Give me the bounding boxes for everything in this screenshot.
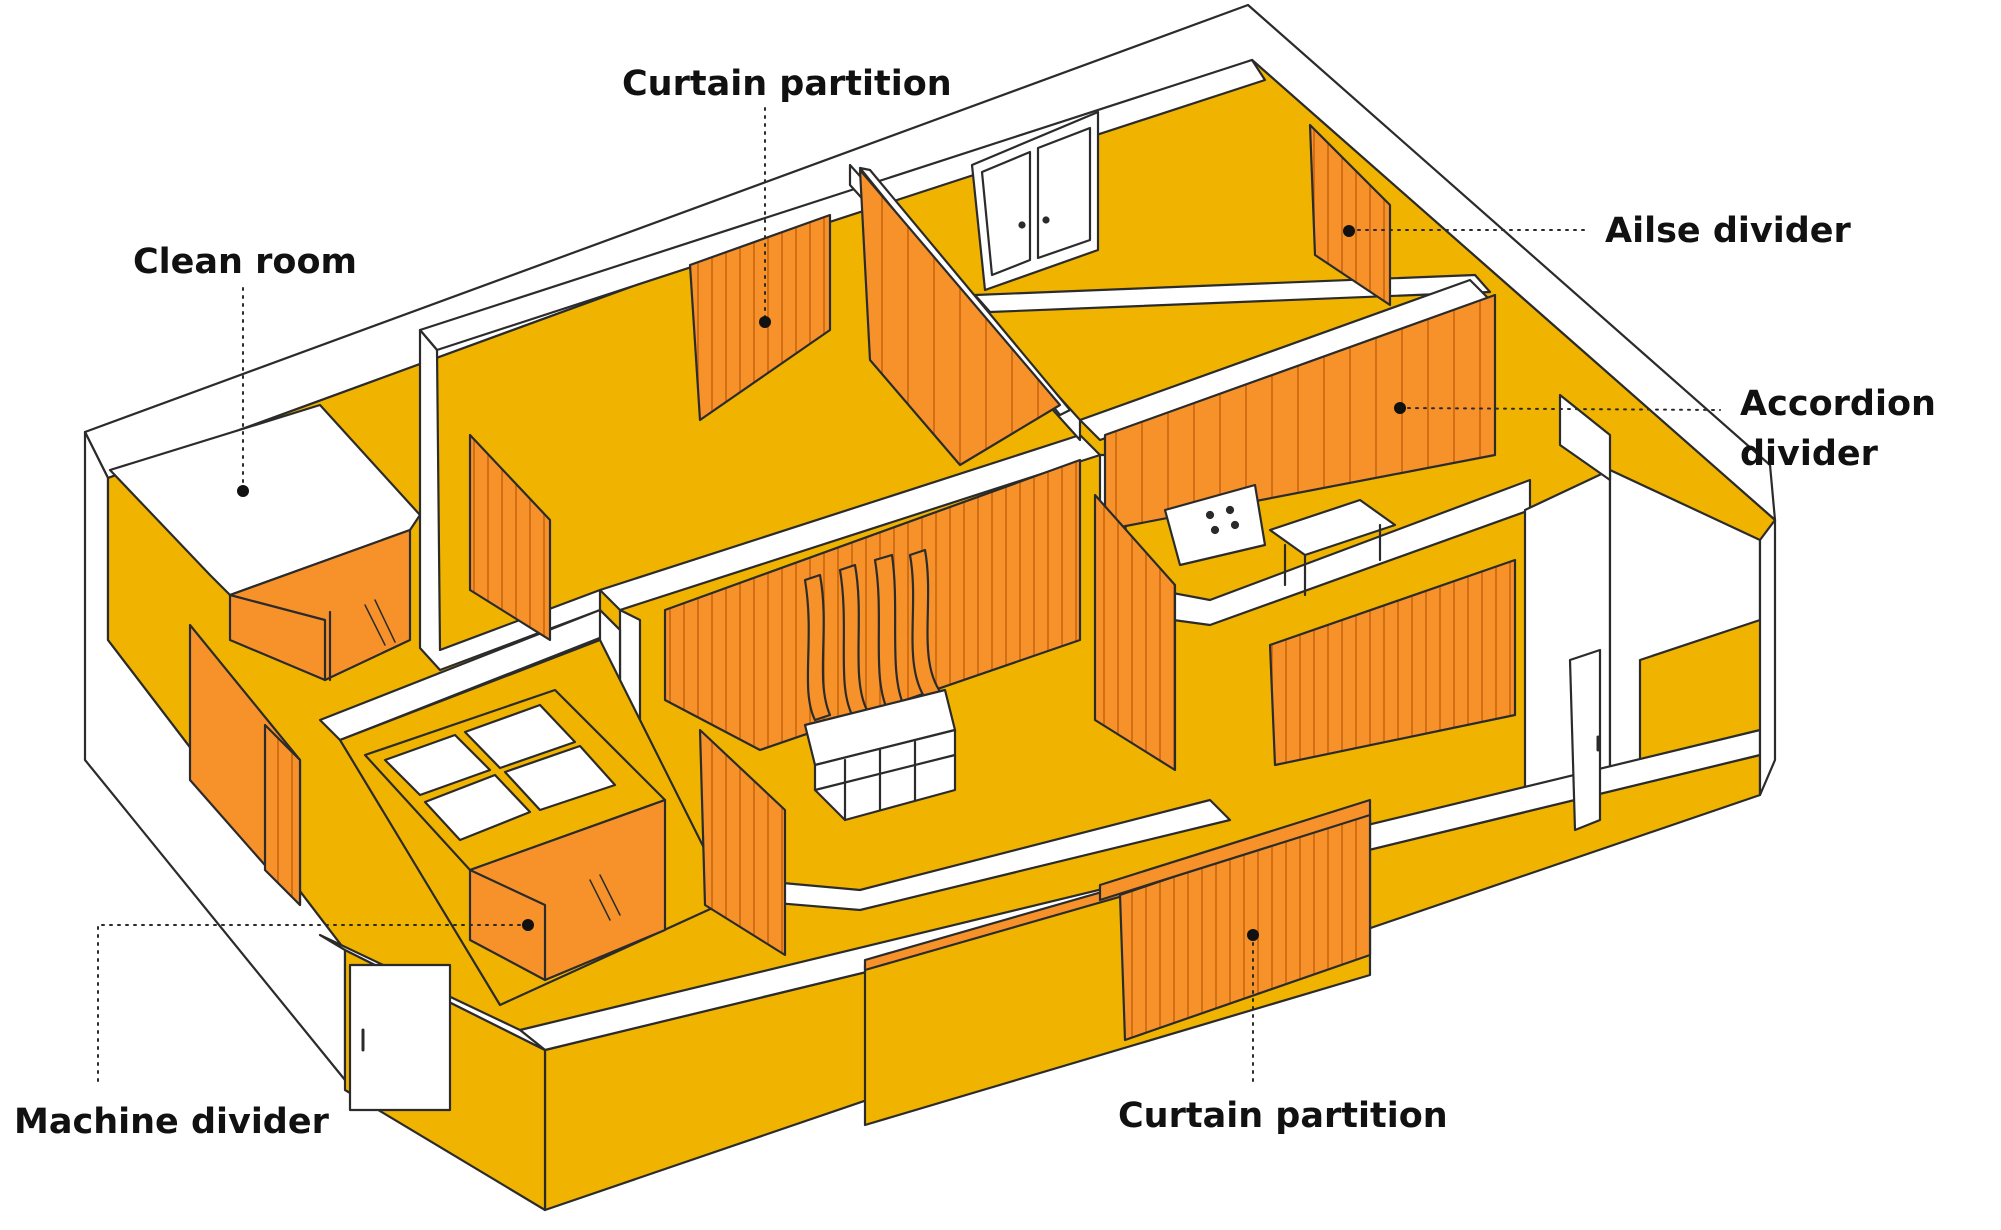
door-handle-right — [1042, 216, 1050, 224]
dot-aisle-divider — [1343, 225, 1355, 237]
left-wall-curtain-folds — [263, 723, 302, 907]
dot-curtain-partition-top — [759, 316, 771, 328]
clean-room-side-curtain — [468, 433, 552, 642]
leader-accordion-divider — [1399, 407, 1721, 411]
machine-glass-glint — [589, 879, 611, 921]
dot-accordion-divider — [1394, 402, 1406, 414]
accordion-divider-curtain — [1103, 293, 1497, 532]
center-room-side-curtain — [1093, 493, 1177, 772]
clean-room-front-panel — [228, 593, 327, 682]
machine-glass-glint-2 — [599, 874, 621, 916]
workbench-table-top — [1268, 498, 1397, 557]
label-curtain-partition-bottom: Curtain partition — [1118, 1096, 1448, 1136]
right-wall-window — [1558, 393, 1612, 482]
right-end-wall — [1758, 518, 1777, 797]
door-leaf-right — [1036, 126, 1092, 260]
interior-wall-a — [418, 328, 602, 672]
strip-curtain-flaps — [803, 548, 947, 722]
dot-machine-divider — [522, 919, 534, 931]
clean-room-glass-glint — [364, 604, 386, 646]
dot-curtain-partition-bottom — [1247, 929, 1259, 941]
label-curtain-partition-top: Curtain partition — [622, 64, 952, 104]
console-knob-1 — [1205, 510, 1215, 520]
machine-room-side-curtain — [698, 728, 787, 957]
top-room-curtain — [688, 213, 832, 422]
front-entrance-door — [348, 963, 452, 1112]
dot-clean-room — [237, 485, 249, 497]
clean-room-glass-glint-2 — [374, 599, 396, 643]
control-console — [1163, 483, 1267, 567]
label-accordion-divider-line2: divider — [1740, 434, 1878, 474]
stacked-boxes — [803, 688, 957, 822]
top-room-long-curtain — [858, 168, 1062, 467]
label-accordion-divider-line1: Accordion — [1740, 384, 1936, 424]
aisle-divider-curtain — [1308, 123, 1392, 307]
door-leaf-left — [980, 150, 1032, 277]
label-machine-divider: Machine divider — [14, 1102, 329, 1142]
right-room-curtain — [1268, 558, 1517, 767]
console-knob-2 — [1225, 505, 1235, 515]
right-room-door — [1568, 648, 1602, 832]
machine-divider-side — [468, 868, 547, 982]
leader-machine-divider — [97, 924, 529, 1086]
back-room-double-door — [970, 110, 1100, 292]
machine-enclosure-grid — [383, 703, 617, 842]
label-aisle-divider: Ailse divider — [1605, 211, 1851, 251]
bottom-curtain-rail — [1098, 798, 1372, 902]
console-knob-4 — [1230, 520, 1240, 530]
door-handle-left — [1018, 221, 1026, 229]
console-knob-3 — [1210, 525, 1220, 535]
center-room-back-curtain — [663, 458, 1082, 752]
label-clean-room: Clean room — [133, 242, 357, 282]
